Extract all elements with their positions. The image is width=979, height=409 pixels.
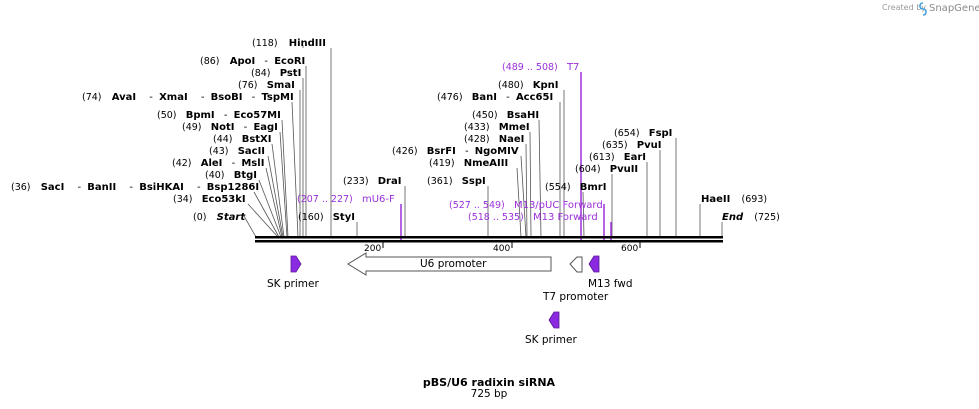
primer-site-m13-puc-forward: (527 .. 549) M13/pUC Forward	[449, 200, 603, 211]
u6-promoter-feature: U6 promoter	[347, 252, 552, 276]
credit-text: Created by	[882, 3, 926, 12]
sk-primer-top-feature: SK primer	[267, 255, 319, 290]
t7-promoter-label: T7 promoter	[542, 291, 609, 303]
t7-promoter-feature: T7 promoter	[542, 256, 609, 303]
site-mmei: (433) MmeI	[464, 122, 530, 133]
primer-site-mu6f: (207 .. 227) mU6-F	[297, 194, 395, 205]
ruler-ticks	[382, 242, 641, 248]
map-length: 725 bp	[471, 388, 508, 400]
site-fspi: (654) FspI	[614, 128, 672, 139]
site-hindiii: (118) HindIII	[252, 38, 326, 49]
site-bsahi: (450) BsaHI	[472, 110, 539, 121]
primer-arrow-icon	[290, 255, 302, 273]
site-smai: (76) SmaI	[238, 80, 295, 91]
snapgene-logo-icon	[919, 2, 927, 16]
site-sacii: (43) SacII	[209, 146, 265, 157]
site-naei: (428) NaeI	[464, 134, 524, 145]
site-alei: (42) AleI - MslI	[172, 158, 264, 169]
primer-arrow-icon	[548, 311, 560, 329]
u6-promoter-label: U6 promoter	[420, 258, 487, 270]
site-apoi: (86) ApoI - EcoRI	[200, 56, 305, 67]
tick-label-600: 600	[621, 244, 638, 254]
sk-primer-label-bottom: SK primer	[525, 334, 577, 346]
site-avai: (74) AvaI - XmaI - BsoBI - TspMI	[82, 92, 294, 103]
site-pvui: (635) PvuI	[602, 140, 661, 151]
backbone	[255, 236, 723, 243]
site-sspi: (361) SspI	[427, 176, 486, 187]
primer-arrow-icon	[588, 255, 600, 273]
m13-fwd-feature: M13 fwd	[588, 255, 633, 290]
site-bani: (476) BanI - Acc65I	[437, 92, 553, 103]
site-bmri: (554) BmrI	[545, 182, 606, 193]
site-styi: (160) StyI	[298, 212, 355, 223]
site-bstxi: (44) BstXI	[213, 134, 272, 145]
site-pvuii: (604) PvuII	[575, 164, 638, 175]
primer-site-m13-forward: (518 .. 535) M13 Forward	[468, 212, 598, 223]
site-noti: (49) NotI - EagI	[182, 122, 278, 133]
site-nmeaiii: (419) NmeAIII	[429, 158, 508, 169]
site-end: End (725)	[722, 212, 780, 223]
site-kpni: (480) KpnI	[498, 80, 558, 91]
site-saci: (36) SacI - BanII - BsiHKAI - Bsp1286I	[11, 182, 259, 193]
primer-site-t7: (489 .. 508) T7	[502, 62, 579, 73]
site-bpmi: (50) BpmI - Eco57MI	[157, 110, 281, 121]
m13-fwd-label: M13 fwd	[588, 278, 633, 290]
site-eari: (613) EarI	[589, 152, 646, 163]
map-title: pBS/U6 radixin siRNA	[423, 376, 556, 389]
tick-label-400: 400	[493, 244, 510, 254]
site-leader-lines	[243, 45, 723, 238]
site-eco53ki: (34) Eco53kI	[173, 194, 246, 205]
sk-primer-label-top: SK primer	[267, 278, 319, 290]
site-psti: (84) PstI	[251, 68, 301, 79]
site-start: (0) Start	[193, 212, 246, 223]
site-bsrfi: (426) BsrFI - NgoMIV	[392, 146, 519, 157]
site-haeii: HaeII (693)	[701, 194, 767, 205]
site-drai: (233) DraI	[343, 176, 401, 187]
sk-primer-bottom-feature: SK primer	[525, 311, 577, 346]
credit-brand: SnapGene	[929, 3, 979, 14]
site-btgi: (40) BtgI	[205, 170, 257, 181]
tick-label-200: 200	[364, 244, 381, 254]
